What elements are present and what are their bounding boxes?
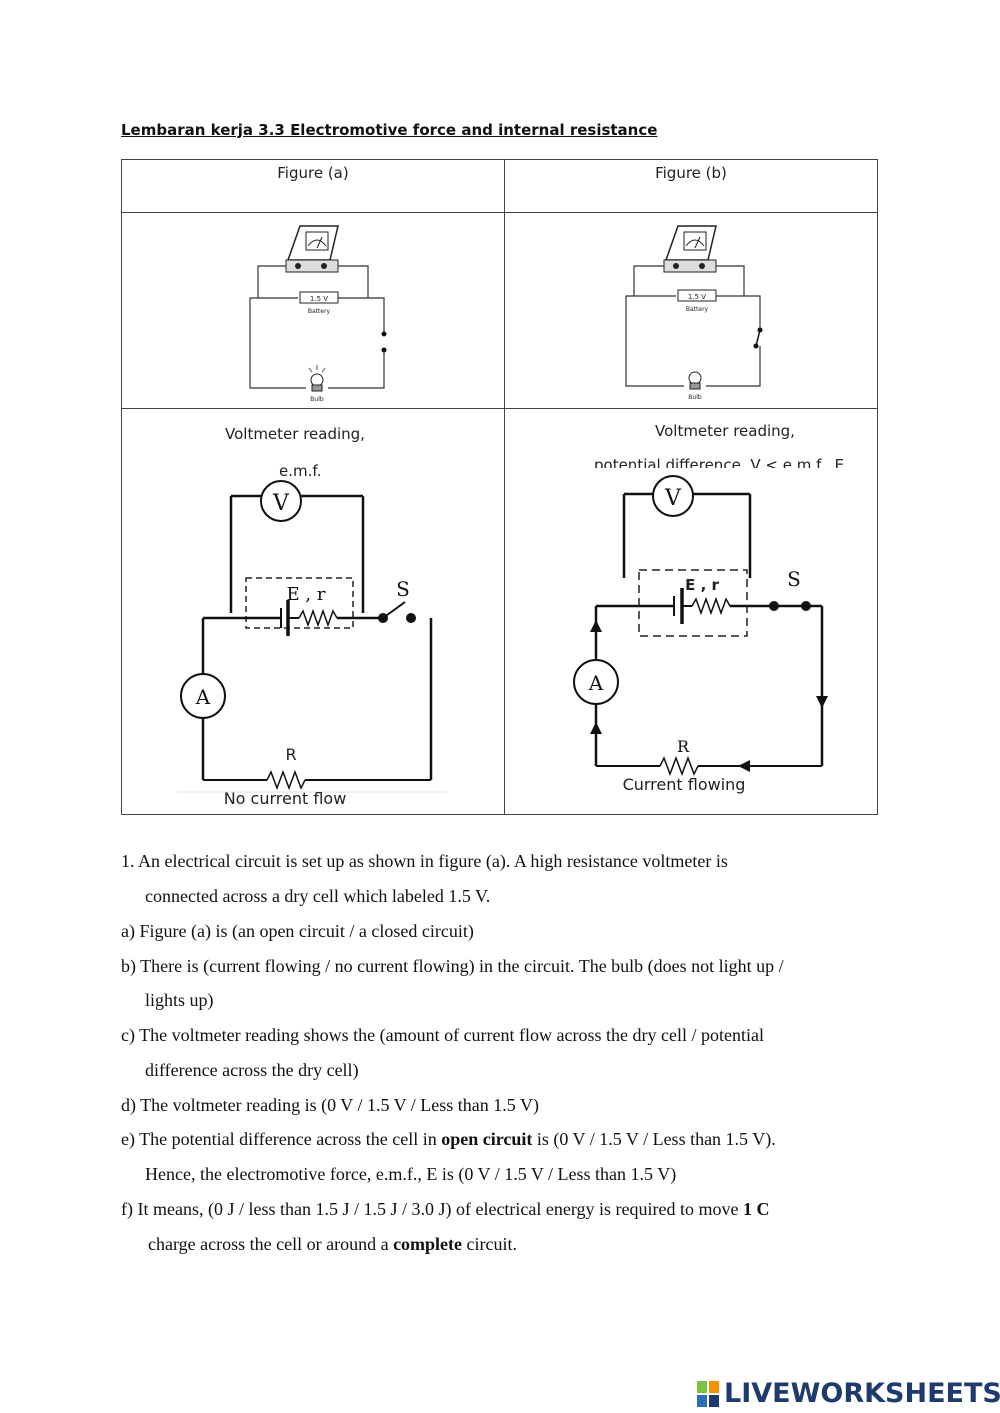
- switch-lever-icon: [755, 329, 761, 347]
- question-1-line-2: connected across a dry cell which labele…: [145, 886, 491, 906]
- question-f2-text-end: circuit.: [462, 1234, 518, 1254]
- question-a: a) Figure (a) is (an open circuit / a cl…: [121, 921, 474, 941]
- table-divider-vertical: [504, 160, 505, 815]
- table-divider-row1: [122, 212, 877, 213]
- switch-contact-icon: [406, 613, 416, 623]
- table-divider-row2: [122, 408, 877, 409]
- figure-table: Figure (a) Figure (b) 1.5 V Battery: [121, 159, 878, 815]
- caption-current-flowing: Current flowing: [623, 775, 746, 794]
- brand-name: LIVEWORKSHEETS: [724, 1378, 1000, 1409]
- battery-caption-a: Battery: [308, 308, 331, 315]
- switch-contact-icon: [769, 601, 779, 611]
- current-arrow-icon: [590, 722, 602, 734]
- pd-label-b-clip: potential difference, V < e.m.f., E: [594, 456, 844, 468]
- header-figure-a: Figure (a): [277, 164, 349, 182]
- question-d: d) The voltmeter reading is (0 V / 1.5 V…: [121, 1095, 539, 1115]
- internal-resistor-icon: [298, 608, 338, 628]
- resistor-label-b: R: [677, 737, 690, 756]
- bulb-caption-a: Bulb: [310, 396, 324, 403]
- question-e-text-end: is (0 V / 1.5 V / Less than 1.5 V).: [532, 1129, 776, 1149]
- question-e-bold: open circuit: [441, 1129, 533, 1149]
- question-f2-text: charge across the cell or around a: [148, 1234, 394, 1254]
- emf-label-a: e.m.f.: [279, 462, 322, 480]
- figure-b-apparatus: 1.5 V Battery Bulb: [625, 225, 763, 401]
- pd-label-b: potential difference, V < e.m.f., E: [594, 456, 844, 468]
- voltmeter-letter-a: V: [272, 491, 290, 516]
- switch-contact-icon: [801, 601, 811, 611]
- figure-a-apparatus: 1.5 V Battery Bulb: [249, 225, 387, 403]
- bulb-icon: [308, 365, 326, 392]
- cell-label-a: E , r: [287, 584, 326, 605]
- resistor-symbol-icon: [659, 755, 699, 777]
- bulb-icon: [688, 371, 702, 390]
- voltmeter-reading-label-a: Voltmeter reading,: [225, 425, 365, 443]
- bulb-caption-b: Bulb: [688, 394, 702, 401]
- switch-label-b: S: [787, 567, 801, 591]
- internal-cell-box: [638, 569, 748, 637]
- voltmeter-device-icon: [663, 225, 717, 273]
- question-f2-bold: complete: [393, 1234, 463, 1254]
- voltmeter-letter-b: V: [664, 486, 682, 511]
- internal-resistor-icon: [691, 596, 731, 616]
- caption-no-current-flow: No current flow: [224, 789, 347, 808]
- switch-label-a: S: [396, 577, 410, 601]
- question-c-line-2: difference across the dry cell): [145, 1060, 359, 1080]
- current-arrow-icon: [816, 696, 828, 708]
- header-figure-b: Figure (b): [655, 164, 727, 182]
- question-e-text: e) The potential difference across the c…: [121, 1129, 442, 1149]
- question-f-text: f) It means, (0 J / less than 1.5 J / 1.…: [121, 1199, 744, 1219]
- switch-contact-icon: [381, 331, 387, 337]
- question-f-line-2: charge across the cell or around a compl…: [148, 1234, 517, 1255]
- ammeter-letter-a: A: [195, 685, 211, 709]
- voltmeter-symbol-icon: [652, 475, 694, 517]
- voltmeter-device-icon: [285, 225, 339, 273]
- question-b-line-1: b) There is (current flowing / no curren…: [121, 956, 784, 976]
- resistor-label-a: R: [285, 745, 296, 764]
- page-title: Lembaran kerja 3.3 Electromotive force a…: [121, 121, 658, 139]
- cell-label-b: E , r: [685, 576, 719, 594]
- question-c-line-1: c) The voltmeter reading shows the (amou…: [121, 1025, 764, 1045]
- question-b-line-2: lights up): [145, 990, 214, 1010]
- liveworksheets-logo[interactable]: LIVEWORKSHEETS: [696, 1378, 1000, 1409]
- battery-caption-b: Battery: [686, 306, 709, 313]
- circuit-diagram-b: V E , r S A R Current flowing: [573, 475, 828, 794]
- voltmeter-symbol-icon: [260, 480, 302, 522]
- switch-contact-icon: [753, 343, 759, 349]
- internal-cell-box: [245, 577, 354, 629]
- voltmeter-reading-label-b: Voltmeter reading,: [655, 422, 795, 440]
- switch-lever-icon: [382, 601, 406, 619]
- question-1-line-1: 1. An electrical circuit is set up as sh…: [121, 851, 728, 871]
- question-f-bold: 1 C: [743, 1199, 770, 1219]
- liveworksheets-logo-icon: [697, 1380, 719, 1407]
- resistor-symbol-icon: [266, 769, 306, 791]
- switch-contact-icon: [381, 347, 387, 353]
- ammeter-letter-b: A: [588, 671, 604, 695]
- circuit-diagram-a: V E , r S A R No current flow: [177, 480, 447, 808]
- battery-label-b: 1.5 V: [688, 293, 706, 301]
- current-arrow-icon: [738, 760, 750, 772]
- question-e-line-1: e) The potential difference across the c…: [121, 1129, 776, 1150]
- current-arrow-icon: [590, 620, 602, 632]
- question-f-line-1: f) It means, (0 J / less than 1.5 J / 1.…: [121, 1199, 770, 1220]
- question-e-line-2: Hence, the electromotive force, e.m.f., …: [145, 1164, 677, 1184]
- battery-label-a: 1.5 V: [310, 295, 328, 303]
